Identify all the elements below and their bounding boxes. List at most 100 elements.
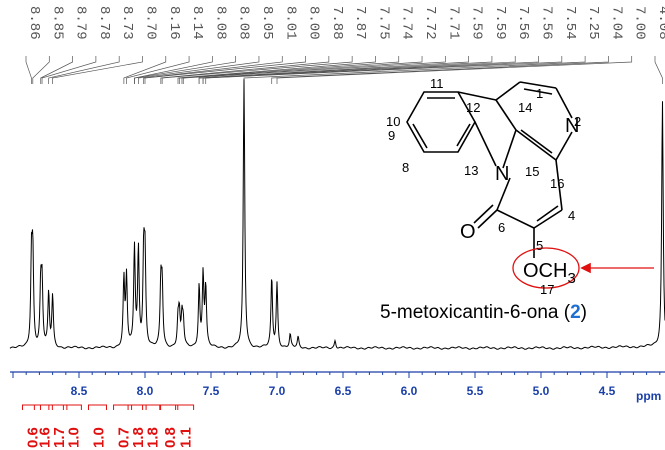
peak-label: 8.08 bbox=[236, 6, 252, 40]
peak-label: 8.08 bbox=[212, 6, 228, 40]
atom-n-indole: N bbox=[495, 163, 509, 185]
atom-number: 8 bbox=[402, 160, 409, 175]
peak-leader-line bbox=[202, 56, 539, 84]
peak-leader-line bbox=[271, 56, 609, 84]
atom-number: 1 bbox=[536, 86, 543, 101]
atom-number: 9 bbox=[388, 128, 395, 143]
peak-label-leaders bbox=[25, 56, 663, 84]
atom-number: 10 bbox=[386, 114, 400, 129]
peak-label: 7.59 bbox=[469, 6, 485, 40]
peak-label: 7.59 bbox=[492, 6, 508, 40]
x-tick-label: 4.5 bbox=[599, 384, 616, 398]
peak-label: 7.74 bbox=[399, 6, 415, 40]
peak-label: 7.71 bbox=[445, 6, 461, 40]
peak-label: 7.04 bbox=[608, 6, 624, 40]
integral-value: 1.0 bbox=[65, 427, 82, 448]
integral-value: 1.1 bbox=[178, 427, 195, 448]
chemical-structure bbox=[406, 81, 654, 289]
peak-label: 8.16 bbox=[166, 6, 182, 40]
peak-label: 7.87 bbox=[352, 6, 368, 40]
peak-leader-line bbox=[48, 56, 120, 84]
peak-leader-line bbox=[243, 56, 586, 84]
peak-leader-line bbox=[41, 56, 97, 84]
peak-leader-line bbox=[161, 56, 353, 84]
integral-value: 0.7 bbox=[116, 427, 133, 448]
atom-number: 12 bbox=[466, 100, 480, 115]
atom-number: 15 bbox=[525, 164, 539, 179]
peak-label: 8.86 bbox=[26, 6, 42, 40]
peak-leader-line bbox=[182, 56, 446, 84]
peak-label: 8.73 bbox=[119, 6, 135, 40]
peak-leader-line bbox=[32, 56, 50, 84]
x-tick-label: 5.0 bbox=[533, 384, 550, 398]
peak-label: 8.85 bbox=[49, 6, 65, 40]
spectrum-trace bbox=[9, 79, 665, 350]
peak-label: 7.00 bbox=[632, 6, 648, 40]
x-tick-label: 7.5 bbox=[203, 384, 220, 398]
atom-number: 2 bbox=[574, 114, 581, 129]
peak-leader-line bbox=[144, 56, 306, 84]
atom-number: 5 bbox=[536, 238, 543, 253]
peak-leader-line bbox=[205, 56, 563, 84]
peak-label: 7.56 bbox=[515, 6, 531, 40]
atom-number: 11 bbox=[430, 76, 444, 91]
integral-bracket bbox=[175, 404, 195, 410]
integral-value: 1.6 bbox=[36, 427, 53, 448]
integral-value: 1.7 bbox=[51, 427, 68, 448]
peak-label: 7.75 bbox=[375, 6, 391, 40]
atom-number: 14 bbox=[518, 100, 532, 115]
peak-leader-line bbox=[178, 56, 400, 84]
integral-value: 1.8 bbox=[130, 427, 147, 448]
integral-bracket bbox=[159, 404, 179, 410]
peak-label: 4.08 bbox=[655, 6, 665, 40]
peak-leader-line bbox=[198, 56, 493, 84]
integral-regions: 0.61.61.71.01.00.71.81.80.81.12.1 bbox=[21, 404, 195, 448]
x-tick-label: 6.0 bbox=[401, 384, 418, 398]
x-axis-unit: ppm bbox=[636, 389, 661, 403]
x-tick-label: 8.0 bbox=[137, 384, 154, 398]
atom-number: 16 bbox=[550, 176, 564, 191]
peak-label: 7.25 bbox=[585, 6, 601, 40]
compound-caption: 5-metoxicantin-6-ona (2) bbox=[380, 302, 587, 323]
integral-bracket bbox=[48, 404, 68, 410]
peak-label: 8.01 bbox=[282, 6, 298, 40]
integral-bracket bbox=[33, 404, 53, 410]
atom-n-pyridine: N bbox=[565, 115, 579, 137]
peak-label: 8.05 bbox=[259, 6, 275, 40]
atom-number: 4 bbox=[568, 208, 575, 223]
peak-label: 8.00 bbox=[306, 6, 322, 40]
integral-bracket bbox=[127, 404, 147, 410]
peak-leader-line bbox=[52, 56, 143, 84]
peak-label: 7.54 bbox=[562, 6, 578, 40]
peak-leader-line bbox=[160, 56, 330, 84]
atom-number: 17 bbox=[540, 282, 554, 297]
peak-leader-line bbox=[654, 56, 663, 84]
peak-leader-line bbox=[181, 56, 423, 84]
integral-value: 1.8 bbox=[145, 427, 162, 448]
peak-leader-line bbox=[126, 56, 190, 84]
integral-value: 0.8 bbox=[162, 427, 179, 448]
peak-label: 7.88 bbox=[329, 6, 345, 40]
peak-label: 7.56 bbox=[539, 6, 555, 40]
integral-bracket bbox=[142, 404, 162, 410]
peak-label: 7.72 bbox=[422, 6, 438, 40]
x-tick-label: 7.0 bbox=[269, 384, 286, 398]
peak-label: 8.70 bbox=[142, 6, 158, 40]
peak-leader-line bbox=[134, 56, 237, 84]
integral-bracket bbox=[113, 404, 133, 410]
peak-leader-line bbox=[177, 56, 376, 84]
peak-leader-line bbox=[123, 56, 167, 84]
integral-value: 0.6 bbox=[24, 427, 41, 448]
peak-leader-line bbox=[143, 56, 283, 84]
peak-leader-line bbox=[138, 56, 260, 84]
atom-number: 6 bbox=[498, 220, 505, 235]
x-tick-label: 6.5 bbox=[335, 384, 352, 398]
x-tick-label: 8.5 bbox=[71, 384, 88, 398]
integral-bracket bbox=[87, 404, 107, 410]
peak-label: 8.78 bbox=[96, 6, 112, 40]
atom-och3: OCH3 bbox=[523, 260, 576, 287]
peak-leader-line bbox=[25, 56, 32, 84]
peak-label: 8.79 bbox=[73, 6, 89, 40]
